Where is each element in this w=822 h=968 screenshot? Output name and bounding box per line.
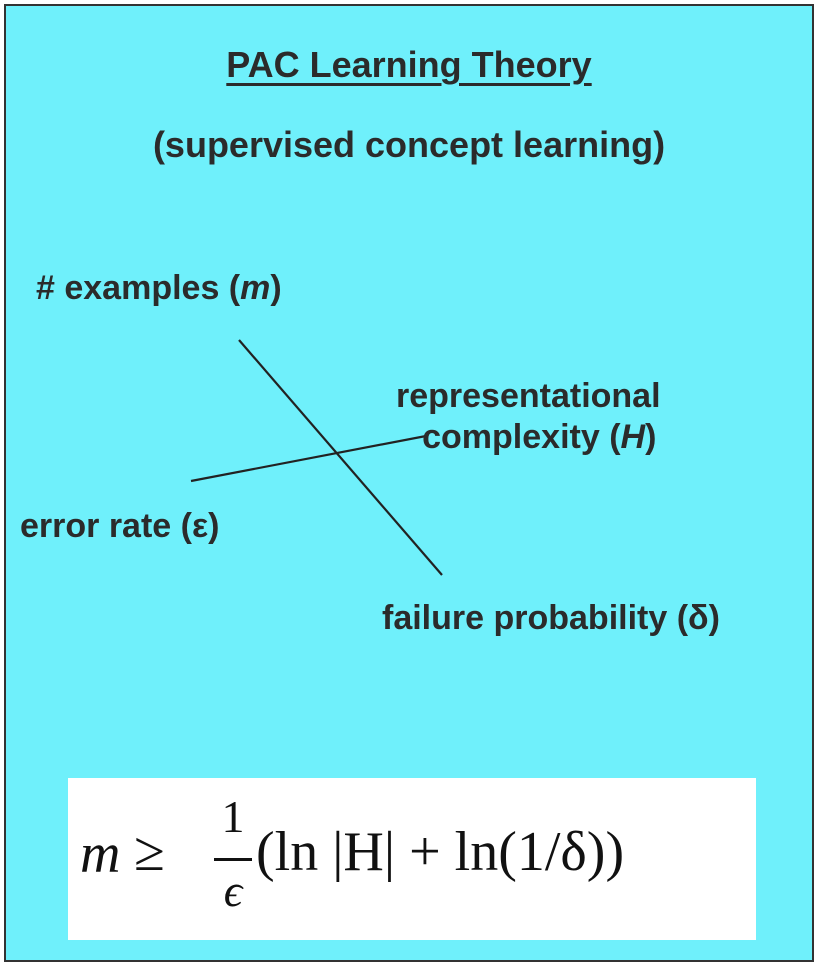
formula-relation: ≥ [134, 821, 165, 883]
fraction-numerator: 1 [221, 791, 245, 842]
complexity-variable: H [620, 417, 646, 456]
fraction-bar [214, 858, 252, 861]
examples-variable: m [240, 269, 271, 307]
formula-box: m ≥ 1 ϵ (ln |H| + ln(1/δ)) [68, 778, 756, 940]
examples-failure-line [238, 339, 443, 576]
formula-rest: (ln |H| + ln(1/δ)) [256, 821, 625, 883]
error-rate-label: error rate (ε) [20, 507, 220, 545]
representational-complexity-label: representational complexity (H) [396, 377, 661, 456]
slide-panel: PAC Learning Theory (supervised concept … [4, 4, 814, 962]
sample-complexity-formula: m ≥ 1 ϵ (ln |H| + ln(1/δ)) [68, 778, 756, 940]
error-complexity-line [190, 434, 427, 483]
slide-title: PAC Learning Theory [226, 44, 592, 85]
examples-label: # examples (m) [36, 269, 282, 307]
slide-subtitle: (supervised concept learning) [152, 124, 666, 165]
tradeoff-lines [190, 339, 443, 576]
formula-lhs: m [80, 823, 121, 885]
failure-probability-label: failure probability (δ) [382, 599, 720, 637]
fraction-denominator: ϵ [223, 865, 243, 916]
